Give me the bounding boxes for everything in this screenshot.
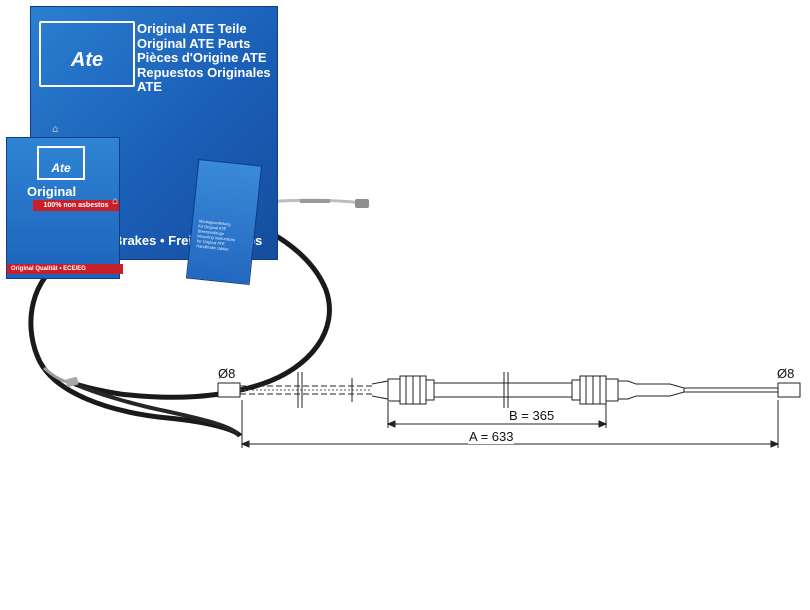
box-text-lines: Original ATE Teile Original ATE Parts Pi… (137, 21, 277, 95)
box-line: Original ATE Parts (137, 35, 251, 51)
left-diameter-label: Ø8 (217, 366, 237, 381)
pad-box-title: Original (27, 184, 77, 199)
watermark-icon: ⌂ (112, 196, 119, 207)
ate-logo-text: Ate (70, 49, 104, 71)
dimension-b-label: B = 365 (508, 408, 556, 423)
pad-box-banner: 100% non asbestos (33, 200, 119, 211)
right-diameter-label: Ø8 (776, 366, 796, 381)
dimension-a-label: A = 633 (468, 429, 515, 444)
box-line: Original ATE Teile (137, 21, 247, 36)
box-line: Repuestos Originales ATE (137, 64, 271, 94)
watermark-icon: ⌂ (52, 124, 59, 135)
ate-logo: Ate (39, 21, 135, 87)
pad-box-footer: Original Qualität • ECE/EG (7, 264, 123, 274)
pad-box-logo: Ate (37, 146, 85, 180)
ate-pad-box: Ate Original 100% non asbestos Original … (6, 137, 123, 279)
leaflet-text: Montageanleitung für Original ATE Bremss… (196, 218, 249, 253)
box-line: Pièces d'Origine ATE (137, 50, 267, 65)
cable-technical-drawing (217, 372, 801, 448)
instruction-leaflet: Montageanleitung für Original ATE Bremss… (185, 158, 263, 286)
